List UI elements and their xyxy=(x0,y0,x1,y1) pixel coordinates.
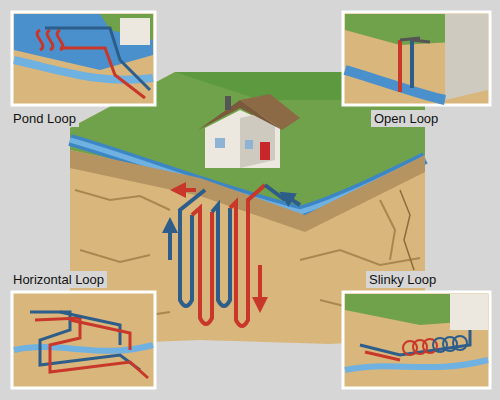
inset-label: Horizontal Loop xyxy=(10,271,107,288)
inset-label: Pond Loop xyxy=(10,110,79,127)
inset-label: Slinky Loop xyxy=(366,271,439,288)
inset-label: Open Loop xyxy=(371,110,441,127)
